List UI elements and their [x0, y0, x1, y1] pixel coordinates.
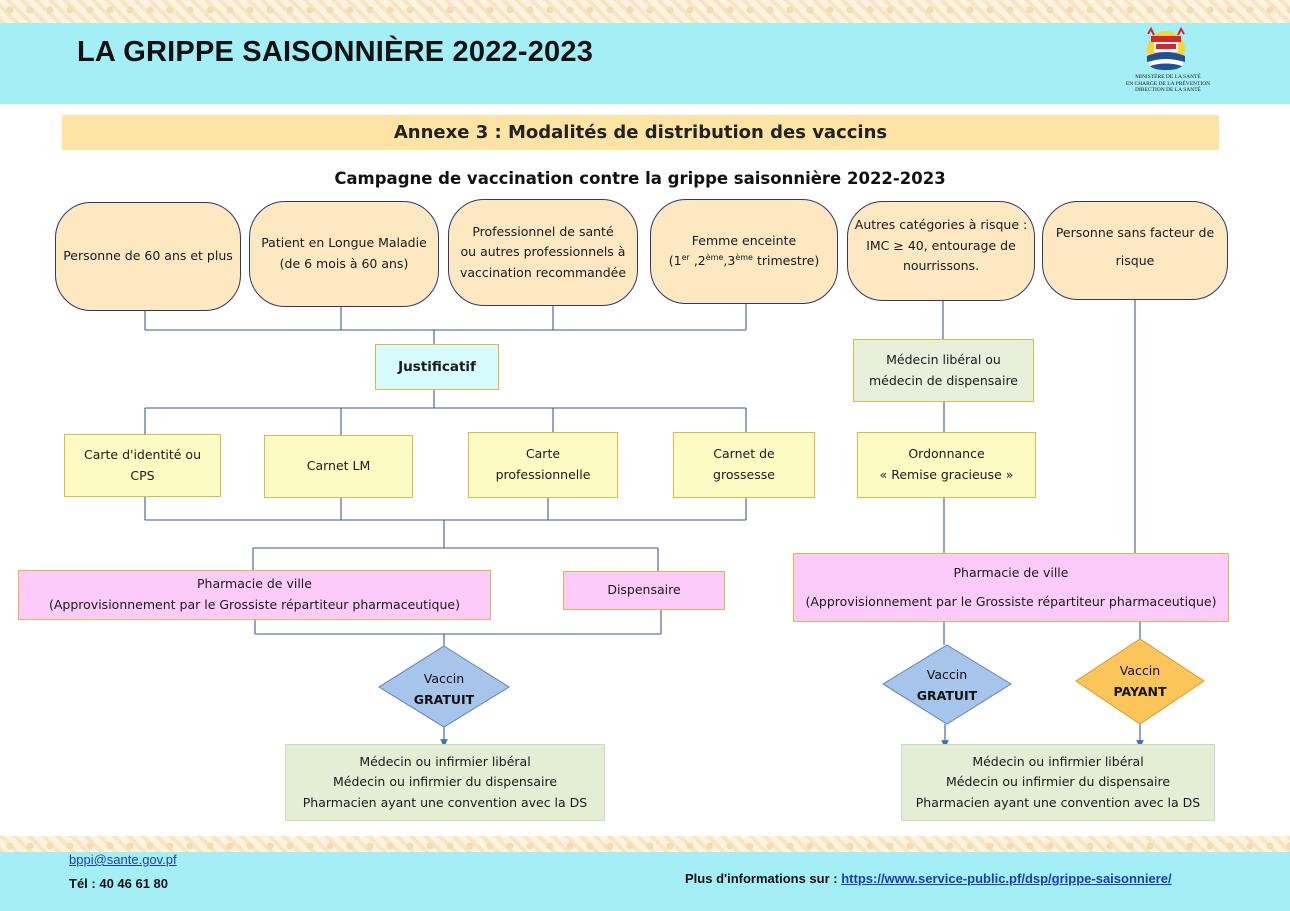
- page-title: LA GRIPPE SAISONNIÈRE 2022-2023: [77, 36, 594, 68]
- category-autres-risque: Autres catégories à risque :IMC ≥ 40, en…: [847, 201, 1035, 301]
- vaccin-payant-diamond: [1075, 638, 1205, 725]
- annex-title: Annexe 3 : Modalités de distribution des…: [62, 115, 1219, 150]
- pharmacie-ville-left: Pharmacie de ville(Approvisionnement par…: [18, 570, 491, 620]
- bottom-pattern-band: [0, 836, 1290, 852]
- vaccin-gratuit-right-diamond: [882, 644, 1012, 725]
- more-info-text: Plus d'informations sur : https://www.se…: [685, 871, 1172, 886]
- category-longue-maladie: Patient en Longue Maladie(de 6 mois à 60…: [249, 201, 439, 307]
- dispensaire-box: Dispensaire: [563, 571, 725, 610]
- category-60-plus: Personne de 60 ans et plus: [55, 202, 241, 311]
- pharmacie-ville-right: Pharmacie de ville(Approvisionnement par…: [793, 553, 1229, 622]
- contact-email-link[interactable]: bppi@sante.gov.pf: [69, 852, 177, 867]
- ministry-logo-caption: MINISTÈRE DE LA SANTÉ EN CHARGE DE LA PR…: [1125, 74, 1211, 93]
- header-band: [0, 23, 1290, 104]
- campaign-title: Campagne de vaccination contre la grippe…: [334, 169, 946, 188]
- top-pattern-band: [0, 0, 1290, 23]
- contact-phone: Tél : 40 46 61 80: [69, 876, 169, 891]
- vaccin-gratuit-left-diamond: [378, 645, 510, 728]
- ministry-logo-icon: [1147, 26, 1185, 70]
- category-femme-enceinte: Femme enceinte (1er ,2ème,3ème trimestre…: [650, 199, 838, 304]
- more-info-link[interactable]: https://www.service-public.pf/dsp/grippe…: [841, 871, 1172, 886]
- justificatif-box: Justificatif: [375, 344, 499, 390]
- doc-carnet-lm: Carnet LM: [264, 435, 413, 498]
- ordonnance-box: Ordonnance« Remise gracieuse »: [857, 432, 1036, 498]
- footer-band: [0, 852, 1290, 911]
